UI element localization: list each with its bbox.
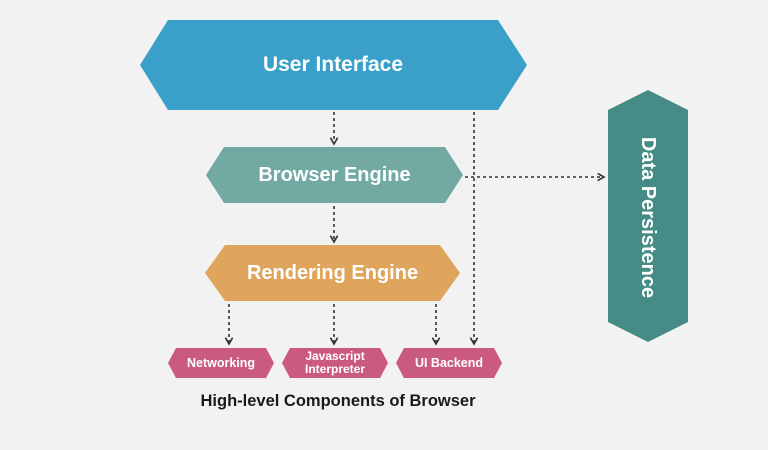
ui-backend-shape	[396, 348, 502, 378]
diagram-caption: High-level Components of Browser	[200, 392, 476, 410]
rendering-engine-shape	[205, 245, 460, 301]
javascript-interpreter-shape	[282, 348, 388, 378]
user-interface-shape	[140, 20, 527, 110]
browser-engine-shape	[206, 147, 463, 203]
connector-group	[224, 112, 606, 346]
data-persistence-shape	[608, 90, 688, 342]
data-persistence-label: Data Persistence	[637, 136, 660, 298]
networking-shape	[168, 348, 274, 378]
data-persistence-label-wrap: Data Persistence	[608, 94, 688, 340]
